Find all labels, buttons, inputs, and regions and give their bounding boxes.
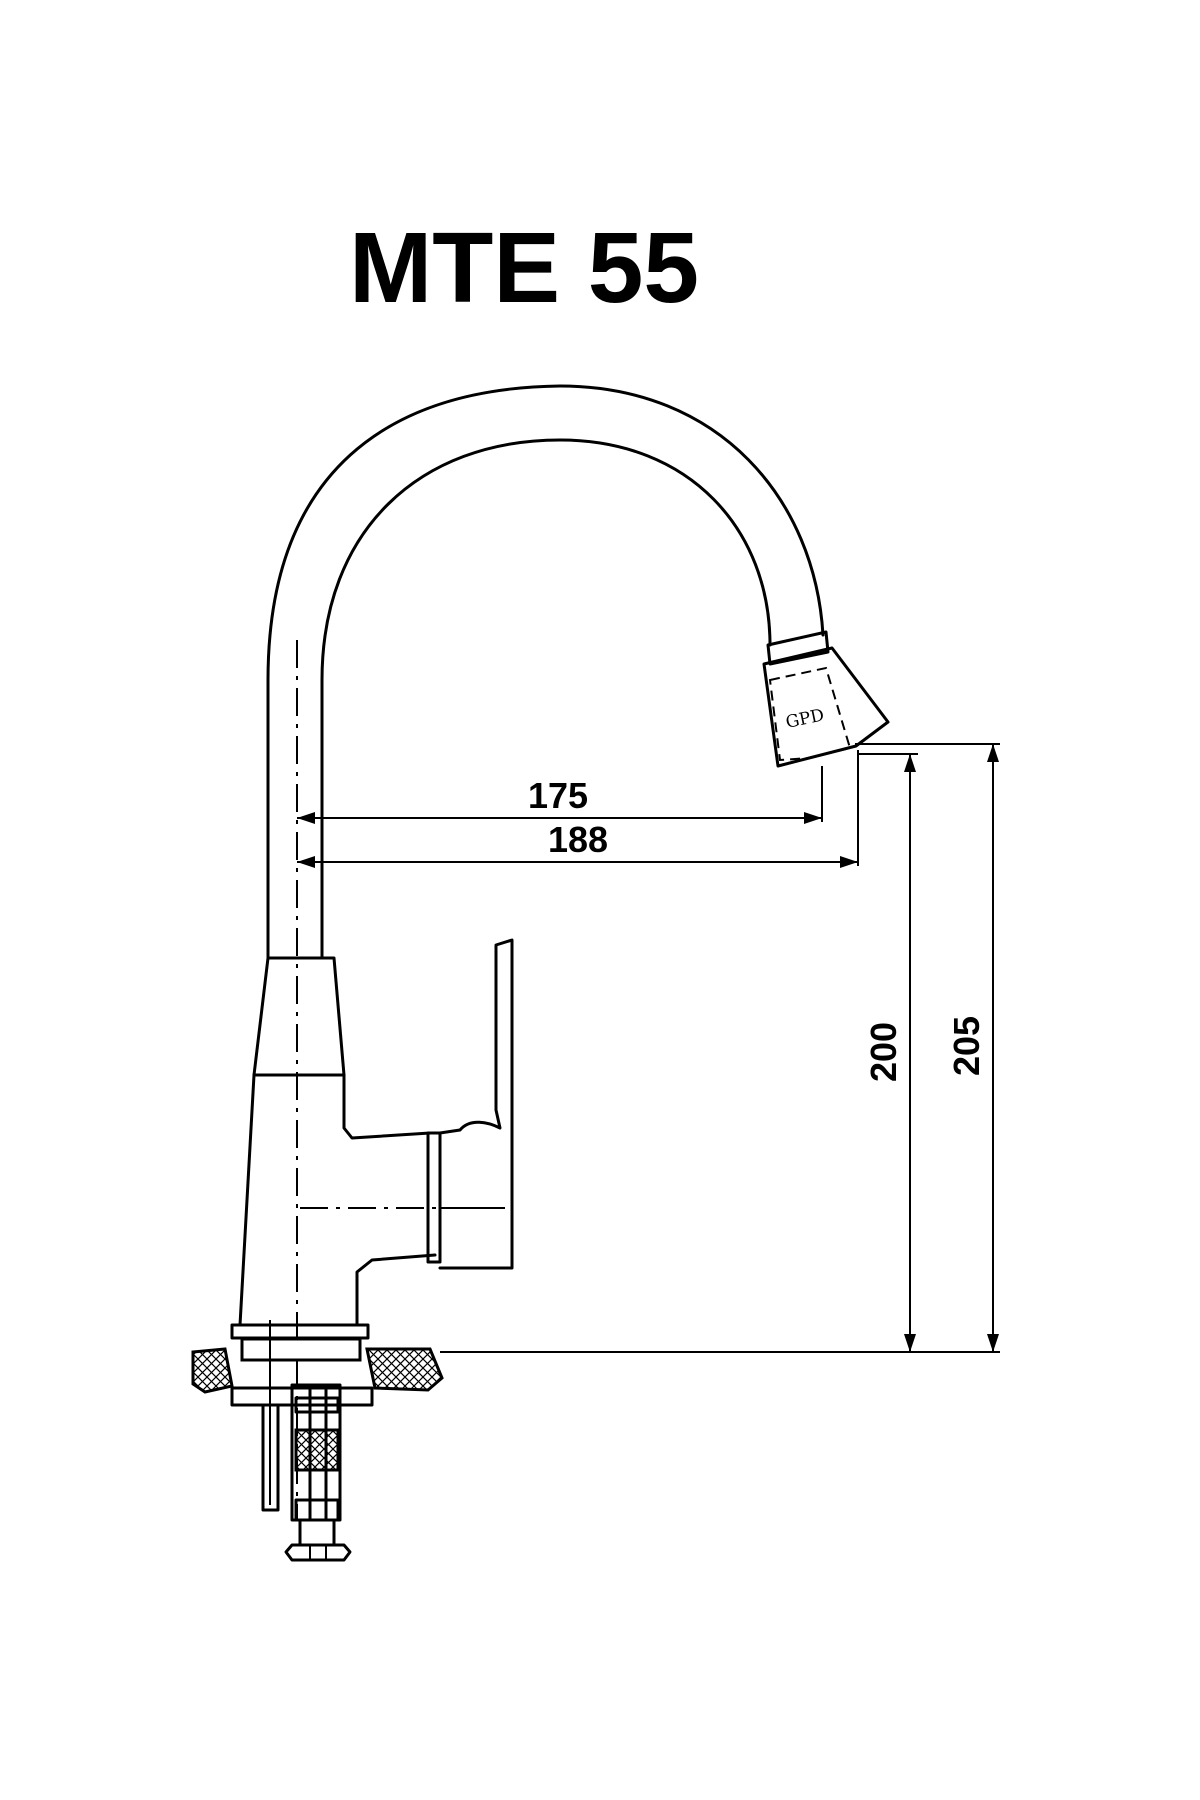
dimension-label-175: 175 [528, 775, 588, 816]
model-title: MTE 55 [349, 212, 699, 324]
brand-logo: GPD [784, 705, 826, 733]
mounting-hardware [261, 1320, 352, 1562]
countertop-section [191, 1337, 444, 1407]
dimension-reach-188: 188 [297, 750, 859, 868]
dimension-label-188: 188 [548, 819, 608, 860]
dimension-height-200: 200 [858, 753, 918, 1352]
faucet-body [230, 956, 437, 1340]
dimension-label-205: 205 [946, 1016, 987, 1076]
spray-head: GPD [762, 646, 890, 768]
dimension-label-200: 200 [863, 1022, 904, 1082]
dimension-height-205: 205 [855, 743, 1000, 1352]
mixer-lever [426, 938, 514, 1270]
spout [266, 384, 830, 960]
dimension-reach-175: 175 [297, 766, 823, 824]
